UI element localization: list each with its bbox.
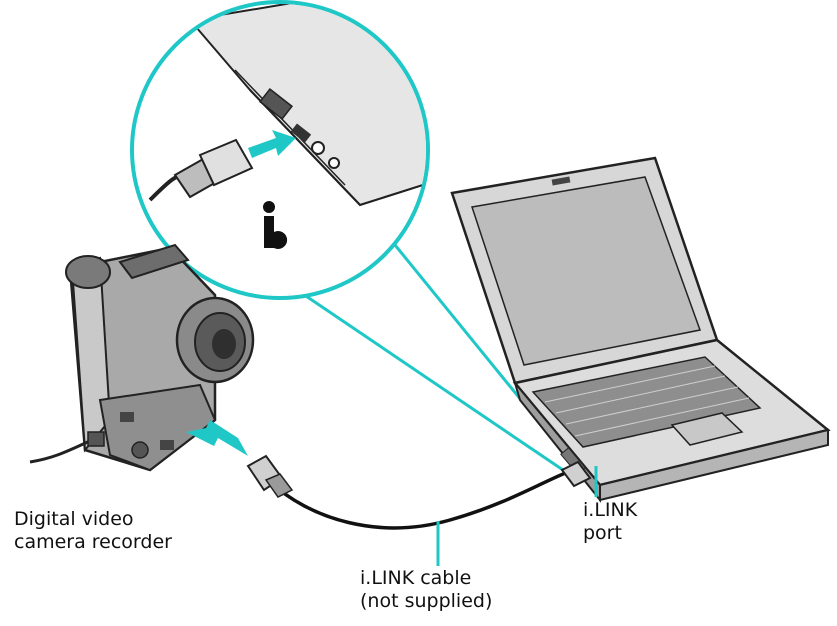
ilink-cable (248, 456, 590, 528)
label-line: i.LINK (583, 499, 637, 522)
label-ilink-cable: i.LINK cable (not supplied) (360, 567, 492, 613)
label-line: Digital video (14, 508, 172, 531)
label-line: i.LINK cable (360, 567, 492, 590)
label-digital-video-camera: Digital video camera recorder (14, 508, 172, 554)
label-line: camera recorder (14, 531, 172, 554)
laptop-illustration (452, 158, 828, 500)
label-line: port (583, 522, 637, 545)
label-ilink-port: i.LINK port (583, 499, 637, 545)
label-line: (not supplied) (360, 590, 492, 613)
